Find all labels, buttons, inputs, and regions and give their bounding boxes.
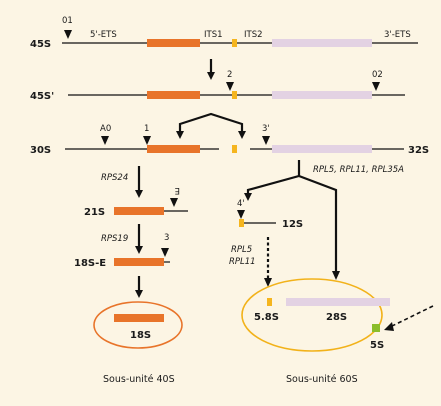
product-5s-label: 5S: [370, 340, 384, 351]
segment-28s-45s: [272, 39, 372, 47]
ellipse-60s: [241, 278, 383, 352]
segment-18s-18se: [114, 258, 164, 266]
row-45sp: 45S' 2 02: [30, 70, 405, 102]
segment-58s-12s: [239, 219, 244, 227]
dashed-arrowhead-58s: [264, 278, 272, 287]
split-arrow-left: [176, 131, 184, 139]
branch-40s: RPS24 21S E RPS19 18S-E 3 18S: [74, 166, 188, 349]
site-2-marker: [226, 82, 234, 91]
split-bracket-line: [178, 112, 244, 132]
label-its2: ITS2: [244, 30, 263, 40]
split-32s-branches: [246, 174, 338, 272]
product-58s-bar: [267, 298, 272, 306]
label-21s: 21S: [84, 207, 105, 218]
caption-40s: Sous-unité 40S: [103, 374, 175, 385]
label-18se: 18S-E: [74, 258, 106, 269]
segment-18s-45sp: [147, 91, 200, 99]
row-30s-32s: 30S A0 1 3' 32S: [30, 124, 429, 156]
product-28s-bar: [286, 298, 390, 306]
site-1-label: 1: [144, 124, 149, 134]
label-12s: 12S: [282, 219, 303, 230]
product-5s-bar: [372, 324, 380, 332]
label-32s: 32S: [408, 145, 429, 156]
split-arrow-right: [238, 131, 246, 139]
protein-rpl11: RPL11: [229, 257, 256, 267]
site-2-label: 2: [227, 70, 232, 80]
product-18s-bar: [114, 314, 164, 322]
label-5ets: 5'-ETS: [90, 30, 117, 40]
caption-60s: Sous-unité 60S: [286, 374, 358, 385]
site-01-label: 01: [62, 16, 73, 26]
product-58s-label: 5.8S: [254, 312, 279, 323]
segment-28s-45sp: [272, 91, 372, 99]
segment-58s-45s: [232, 39, 237, 47]
product-18s-label: 18S: [130, 330, 151, 341]
site-3p-label: 3': [262, 124, 270, 134]
ellipse-40s: [93, 301, 183, 349]
segment-58s-32s: [232, 145, 237, 153]
site-4p-label: 4': [237, 199, 245, 209]
protein-rpl5: RPL5: [231, 245, 252, 255]
segment-18s-30s: [147, 145, 200, 153]
site-a0-marker: [101, 136, 109, 145]
row-45s: 45S 5'-ETS ITS1 ITS2 3'-ETS 01: [30, 16, 418, 50]
site-01-marker: [64, 30, 72, 39]
site-e-label: E: [175, 185, 180, 195]
protein-rps24: RPS24: [101, 173, 128, 183]
label-45s: 45S: [30, 39, 51, 50]
protein-rps19: RPS19: [101, 234, 128, 244]
site-a0-label: A0: [100, 124, 111, 134]
site-02-marker: [372, 82, 380, 91]
site-3-label: 3: [164, 233, 169, 243]
segment-18s-45s: [147, 39, 200, 47]
site-3p-marker: [262, 136, 270, 145]
label-30s: 30S: [30, 145, 51, 156]
segment-28s-32s: [272, 145, 372, 153]
site-02-label: 02: [372, 70, 383, 80]
site-1-marker: [143, 136, 151, 145]
dashed-arrowhead-5s: [384, 322, 394, 331]
split-bracket: [176, 112, 246, 139]
site-3-marker: [161, 248, 169, 257]
arrow-to-12s: [244, 193, 252, 201]
label-45sp: 45S': [30, 91, 54, 102]
protein-rpl-32s: RPL5, RPL11, RPL35A: [313, 165, 404, 175]
site-4p-marker: [237, 210, 245, 219]
product-28s-label: 28S: [326, 312, 347, 323]
branch-60s: RPL5, RPL11, RPL35A 4' 12S RPL5 RPL11 5.…: [229, 160, 434, 352]
site-e-marker: [170, 198, 178, 207]
label-3ets: 3'-ETS: [384, 30, 411, 40]
label-its1: ITS1: [204, 30, 223, 40]
arrow-to-28s: [332, 271, 340, 280]
segment-58s-45sp: [232, 91, 237, 99]
dashed-arrow-5s: [389, 305, 434, 328]
segment-18s-21s: [114, 207, 164, 215]
